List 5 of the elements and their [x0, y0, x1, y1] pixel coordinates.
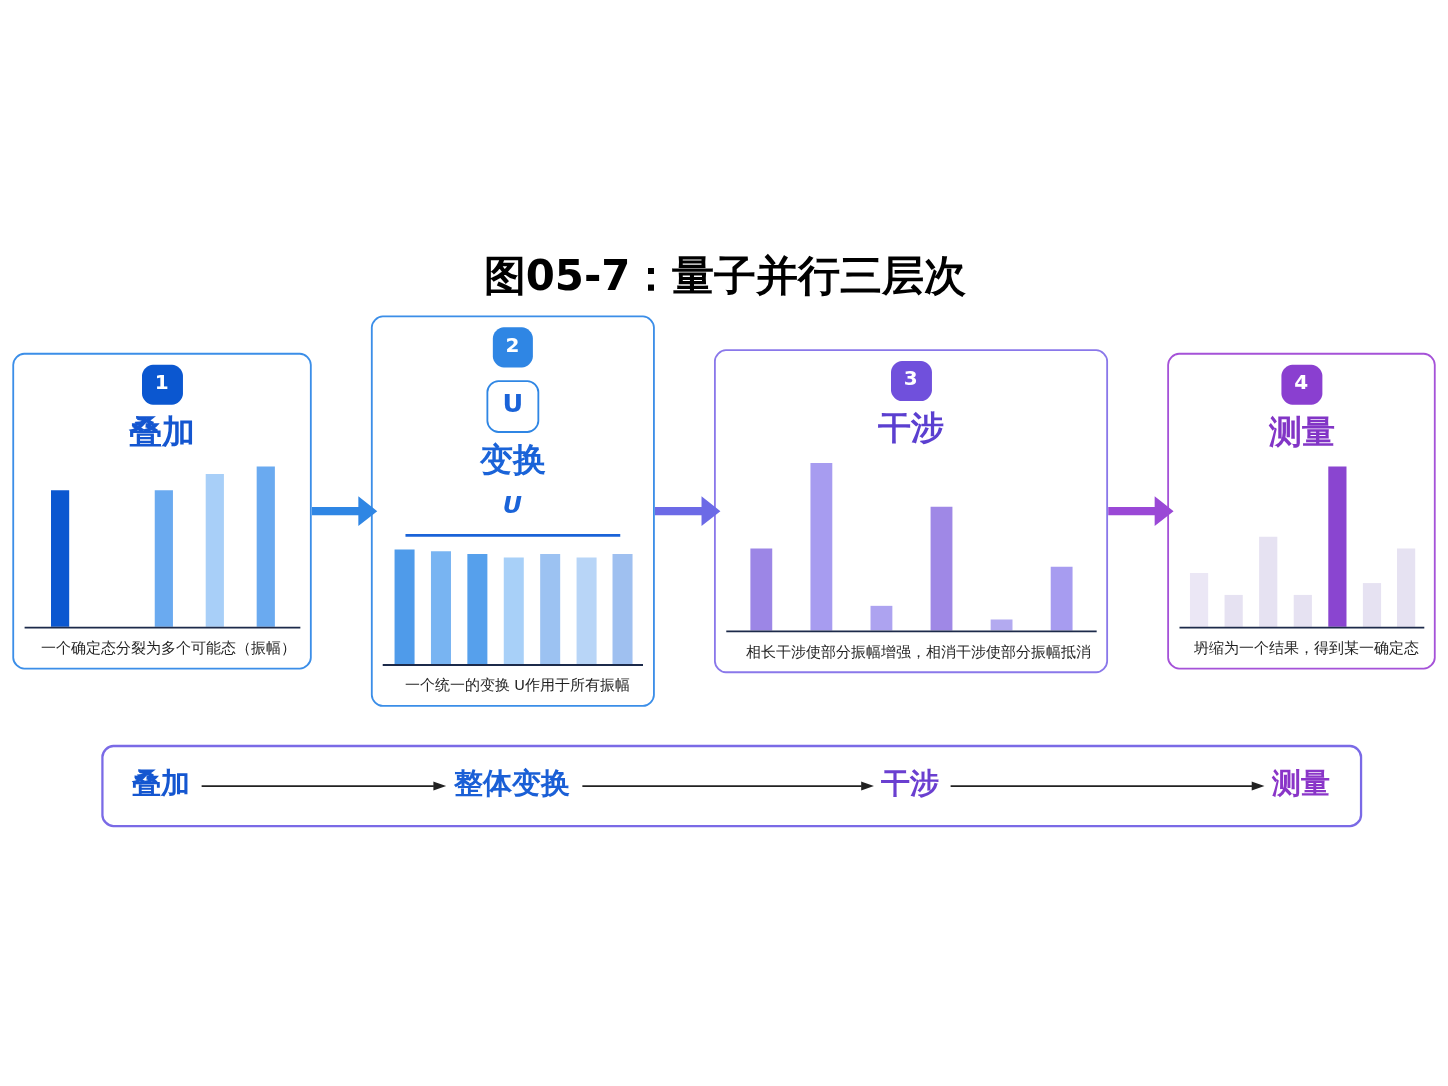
node-text: 整体变换: [453, 765, 570, 799]
node-text: 测量: [1271, 765, 1330, 799]
diagram-title: 图05-7：量子并行三层次: [483, 250, 967, 300]
node-text: 干涉: [881, 765, 940, 799]
node-text: 叠加: [132, 765, 191, 799]
